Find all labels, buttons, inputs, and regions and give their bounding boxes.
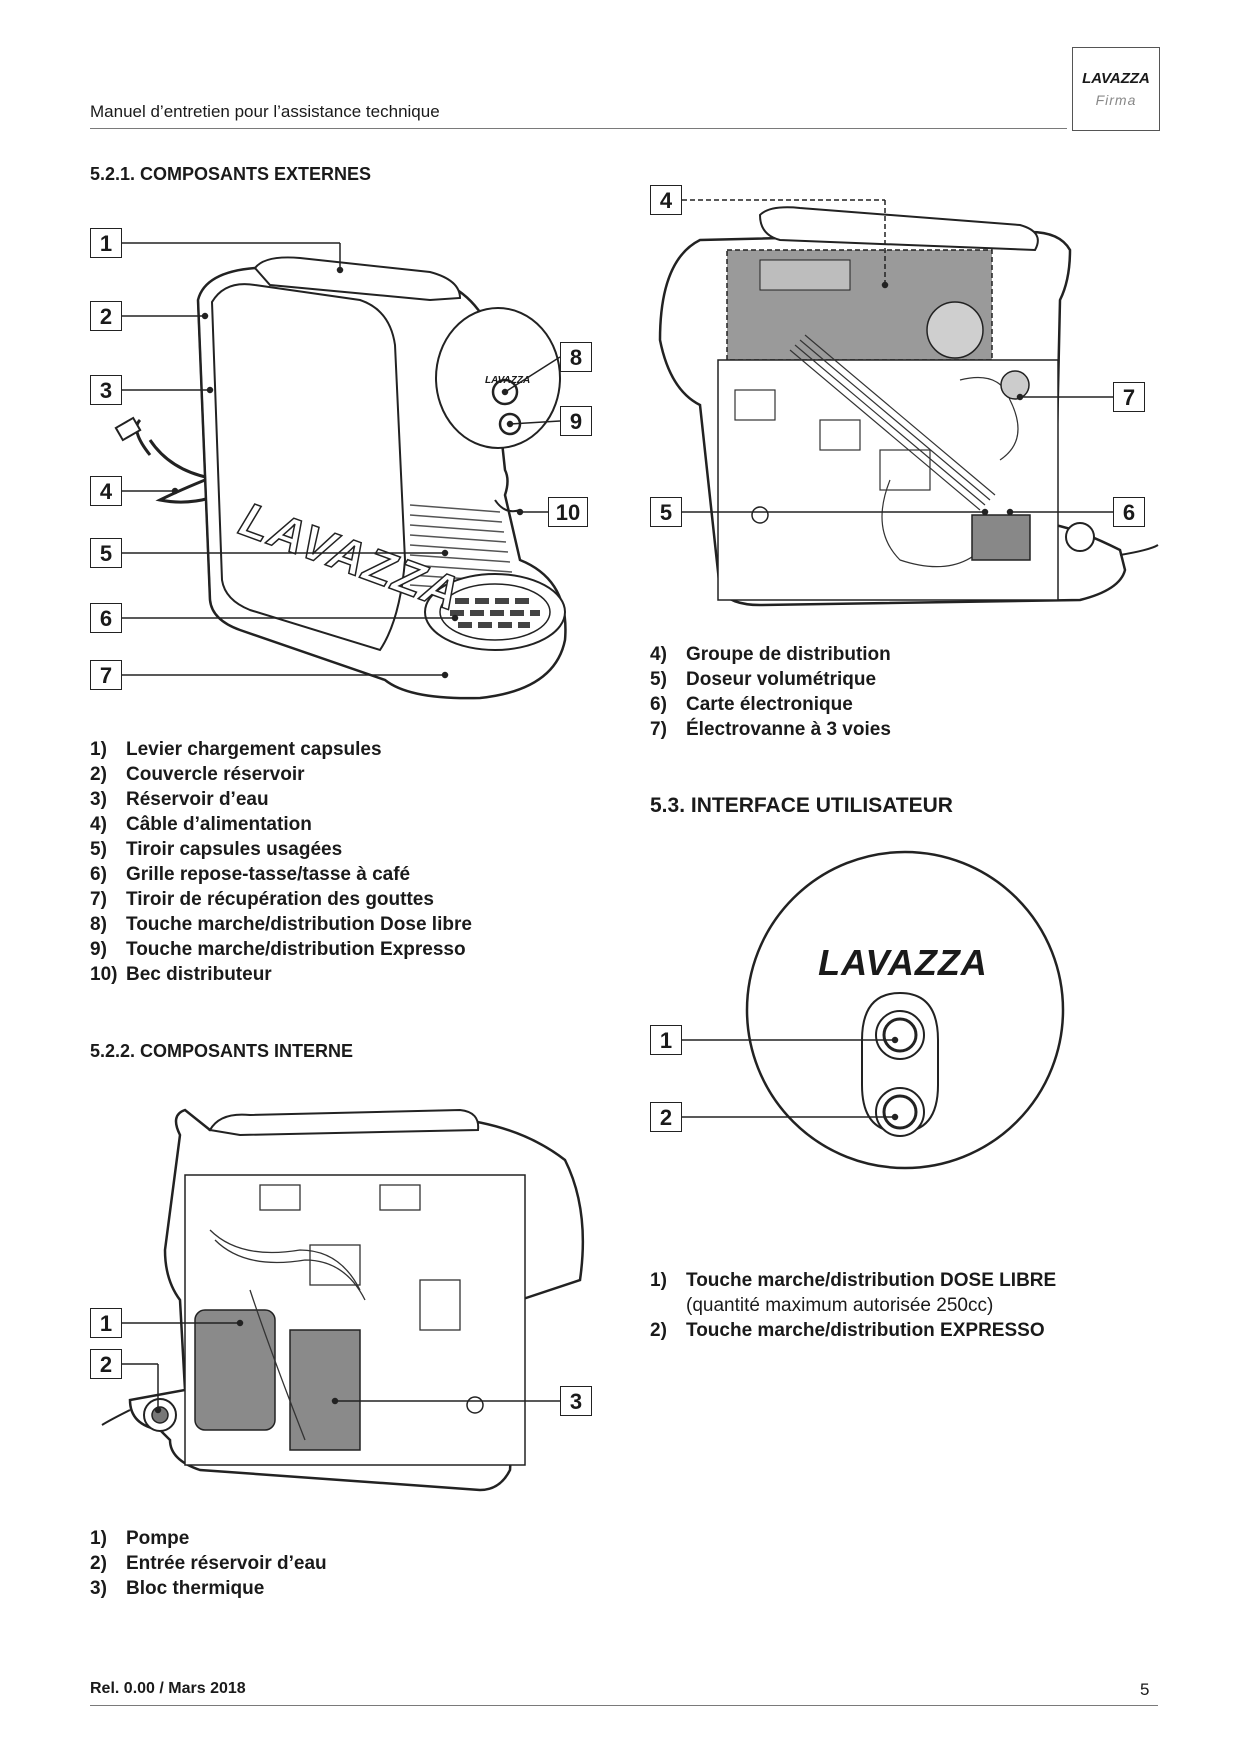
list-item: 2)Couvercle réservoir xyxy=(90,764,305,785)
list-item: 7)Tiroir de récupération des gouttes xyxy=(90,889,434,910)
list-item: 9)Touche marche/distribution Expresso xyxy=(90,939,466,960)
brand-logo: LAVAZZA Firma xyxy=(1072,47,1160,131)
callout-internal-5: 5 xyxy=(650,497,682,527)
section-heading-internal: 5.2.2. COMPOSANTS INTERNE xyxy=(90,1041,354,1061)
document-header-title: Manuel d’entretien pour l’assistance tec… xyxy=(90,102,440,121)
section-heading-external: 5.2.1. COMPOSANTS EXTERNES xyxy=(90,164,372,184)
list-item: 5)Tiroir capsules usagées xyxy=(90,839,343,860)
list-item: 6)Grille repose-tasse/tasse à café xyxy=(90,864,411,885)
callout-external-9: 9 xyxy=(560,406,592,436)
callout-external-2: 2 xyxy=(90,301,122,331)
brand-logo-word: LAVAZZA xyxy=(1082,70,1150,87)
callout-external-10: 10 xyxy=(548,497,588,527)
list-item: 6)Carte électronique xyxy=(650,694,853,715)
release-info: Rel. 0.00 / Mars 2018 xyxy=(90,1680,246,1697)
callout-internal-4: 4 xyxy=(650,185,682,215)
list-item: 7)Électrovanne à 3 voies xyxy=(650,719,891,740)
user-interface-list: 1)Touche marche/distribution DOSE LIBRE … xyxy=(650,1268,1056,1343)
list-item: 2)Touche marche/distribution EXPRESSO xyxy=(650,1320,1045,1341)
panel-brand-logo: LAVAZZA xyxy=(818,942,988,983)
list-item: 2)Entrée réservoir d’eau xyxy=(90,1553,327,1574)
external-components-list: 1)Levier chargement capsules 2)Couvercle… xyxy=(90,737,472,987)
section-heading-ui: 5.3. INTERFACE UTILISATEUR xyxy=(650,794,953,817)
brand-logo-sub: Firma xyxy=(1095,92,1137,108)
callout-external-8: 8 xyxy=(560,342,592,372)
list-item: 8)Touche marche/distribution Dose libre xyxy=(90,914,472,935)
list-item: 1)Levier chargement capsules xyxy=(90,739,382,760)
list-item-note: (quantité maximum autorisée 250cc) xyxy=(686,1295,994,1316)
callout-internal-7: 7 xyxy=(1113,382,1145,412)
callout-ui-2: 2 xyxy=(650,1102,682,1132)
internal-rear-components-list: 4)Groupe de distribution 5)Doseur volumé… xyxy=(650,642,891,742)
callout-external-3: 3 xyxy=(90,375,122,405)
button-panel-logo: LAVAZZA xyxy=(485,375,531,386)
page-number: 5 xyxy=(1140,1680,1150,1699)
callout-external-4: 4 xyxy=(90,476,122,506)
list-item: 1)Touche marche/distribution DOSE LIBRE xyxy=(650,1270,1057,1291)
list-item: 4)Groupe de distribution xyxy=(650,644,891,665)
internal-components-list: 1)Pompe 2)Entrée réservoir d’eau 3)Bloc … xyxy=(90,1526,327,1601)
list-item: 4)Câble d’alimentation xyxy=(90,814,312,835)
callout-external-5: 5 xyxy=(90,538,122,568)
callout-internal-front-2: 2 xyxy=(90,1349,122,1379)
callout-internal-6: 6 xyxy=(1113,497,1145,527)
list-item: 3)Réservoir d’eau xyxy=(90,789,269,810)
header-divider xyxy=(90,128,1067,129)
list-item: 3)Bloc thermique xyxy=(90,1578,265,1599)
list-item: 10)Bec distributeur xyxy=(90,964,272,985)
list-item: 1)Pompe xyxy=(90,1528,190,1549)
callout-external-7: 7 xyxy=(90,660,122,690)
callout-internal-front-1: 1 xyxy=(90,1308,122,1338)
footer-divider xyxy=(90,1705,1158,1706)
list-item: 5)Doseur volumétrique xyxy=(650,669,877,690)
callout-internal-front-3: 3 xyxy=(560,1386,592,1416)
callout-external-6: 6 xyxy=(90,603,122,633)
callout-ui-1: 1 xyxy=(650,1025,682,1055)
callout-external-1: 1 xyxy=(90,228,122,258)
